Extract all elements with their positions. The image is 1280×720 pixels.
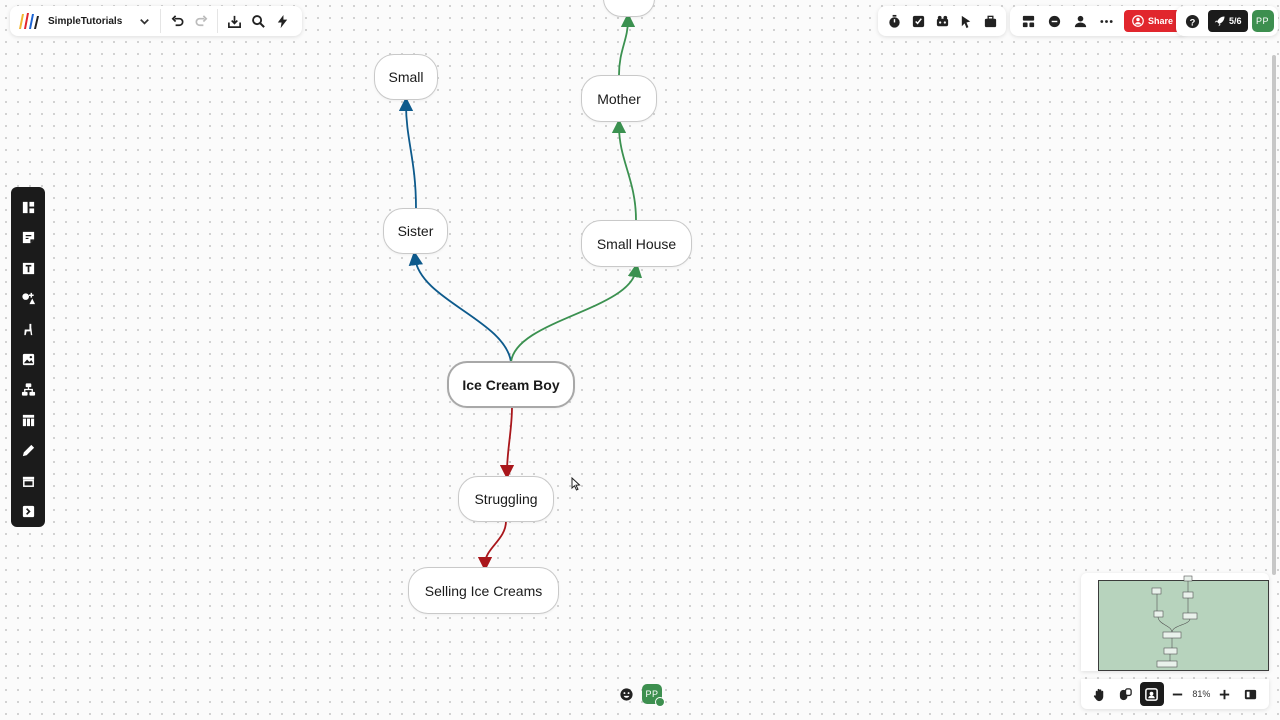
timer-icon[interactable]: [882, 9, 906, 33]
mindmap-icon[interactable]: [13, 375, 43, 405]
mindmap-node-selling-ice-creams[interactable]: Selling Ice Creams: [408, 567, 559, 614]
templates-icon[interactable]: [13, 192, 43, 222]
user-icon[interactable]: [1068, 9, 1092, 33]
bottom-presence: PP: [610, 680, 666, 708]
creation-toolbar: [11, 187, 45, 527]
zoom-in-icon[interactable]: [1213, 682, 1237, 706]
rocket-count: 5/6: [1229, 16, 1242, 26]
edge-root-smallhouse: [510, 262, 643, 363]
frame-icon[interactable]: [13, 466, 43, 496]
mindmap-node-small-house[interactable]: Small House: [581, 220, 692, 267]
sticky-note-icon[interactable]: [13, 222, 43, 252]
zoom-controls: 81%: [1081, 679, 1269, 709]
share-label: Share: [1148, 16, 1174, 26]
user-avatar[interactable]: PP: [1251, 10, 1274, 32]
top-right-panel: ? 5/6 PP: [1176, 6, 1278, 36]
llama-icon[interactable]: [13, 314, 43, 344]
rocket-badge[interactable]: 5/6: [1208, 10, 1248, 32]
cursor-select-icon[interactable]: [954, 9, 978, 33]
chevron-down-icon[interactable]: [132, 9, 156, 33]
sidebar-toggle-icon[interactable]: [1239, 682, 1263, 706]
redo-icon[interactable]: [189, 9, 213, 33]
board-name[interactable]: SimpleTutorials: [48, 15, 123, 27]
voting-icon[interactable]: [906, 9, 930, 33]
mindmap-root-node[interactable]: Ice Cream Boy: [447, 361, 575, 408]
collaboration-tools: [878, 6, 1006, 36]
image-icon[interactable]: [13, 344, 43, 374]
pen-icon[interactable]: [13, 436, 43, 466]
comment-icon[interactable]: [1042, 9, 1066, 33]
svg-text:?: ?: [1189, 17, 1195, 27]
edge-smallhouse-mother: [611, 118, 637, 221]
export-icon[interactable]: [222, 9, 246, 33]
shapes-icon[interactable]: [13, 283, 43, 313]
fit-screen-icon[interactable]: [1139, 682, 1164, 706]
rocket-icon: [1214, 16, 1225, 27]
divider: [217, 9, 219, 33]
talktrack-icon[interactable]: [930, 9, 954, 33]
edge-root-sister: [408, 250, 512, 363]
undo-icon[interactable]: [165, 9, 189, 33]
upload-icon[interactable]: [13, 497, 43, 527]
presence-initials: PP: [645, 689, 659, 699]
hand-icon[interactable]: [1087, 682, 1111, 706]
mindmap-node-small[interactable]: Small: [374, 54, 438, 100]
mindmap-node-struggling[interactable]: Struggling: [458, 476, 554, 522]
mindmap-node-mother[interactable]: Mother: [581, 75, 657, 122]
edge-struggling-selling: [477, 520, 507, 572]
board-header: SimpleTutorials: [10, 6, 303, 36]
online-status-icon: [655, 697, 665, 707]
mouse-mode-icon[interactable]: [1113, 682, 1137, 706]
zoom-level[interactable]: 81%: [1192, 689, 1211, 699]
minimap-preview: [1151, 575, 1198, 668]
minimap[interactable]: [1081, 573, 1269, 671]
share-panel: Share: [1010, 6, 1188, 36]
mouse-cursor-icon: [571, 477, 581, 491]
more-icon[interactable]: [1094, 9, 1118, 33]
vertical-scrollbar[interactable]: [1272, 55, 1276, 575]
mindmap-node-sister[interactable]: Sister: [383, 208, 448, 254]
search-icon[interactable]: [246, 9, 270, 33]
lightning-icon[interactable]: [270, 9, 294, 33]
help-icon[interactable]: ?: [1180, 9, 1204, 33]
edge-sister-small: [398, 96, 417, 209]
divider: [160, 9, 162, 33]
miro-logo-icon[interactable]: [18, 12, 40, 30]
table-icon[interactable]: [13, 405, 43, 435]
layout-icon[interactable]: [1016, 9, 1040, 33]
presence-avatar[interactable]: PP: [642, 684, 665, 707]
share-button[interactable]: Share: [1124, 10, 1182, 32]
share-user-icon: [1132, 15, 1144, 27]
edge-mother-top: [618, 12, 636, 76]
edge-root-struggling: [499, 406, 515, 480]
reaction-icon[interactable]: [614, 682, 638, 706]
briefcase-icon[interactable]: [978, 9, 1002, 33]
text-icon[interactable]: [13, 253, 43, 283]
zoom-out-icon[interactable]: [1166, 682, 1190, 706]
